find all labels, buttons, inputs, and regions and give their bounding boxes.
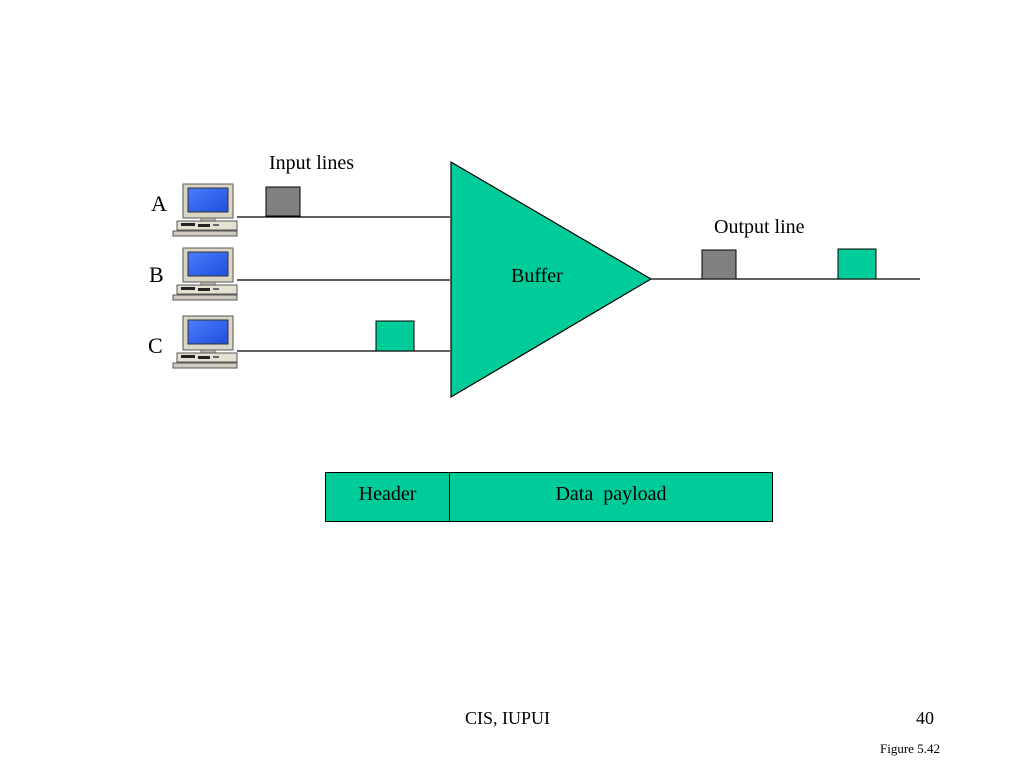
footer-org: CIS, IUPUI	[465, 708, 551, 728]
buffer-triangle	[450, 160, 653, 399]
host-label-c: C	[148, 333, 163, 358]
page-number: 40	[916, 708, 934, 728]
buffer-label: Buffer	[511, 265, 563, 287]
packet-green-output	[837, 248, 877, 280]
packet-green-input-c	[375, 320, 415, 352]
frame-header-cell: Header	[326, 473, 450, 521]
computer-icon-b	[172, 247, 238, 301]
host-label-b: B	[149, 262, 164, 287]
frame-payload-label: Data payload	[555, 483, 667, 505]
output-line-label: Output line	[714, 216, 805, 238]
computer-icon-c	[172, 315, 238, 369]
figure-label: Figure 5.42	[880, 741, 940, 756]
frame-header-label: Header	[358, 483, 417, 505]
input-lines-label: Input lines	[269, 152, 354, 174]
packet-frame: Header Data payload	[325, 472, 773, 522]
packet-gray-output	[701, 249, 737, 280]
host-label-a: A	[151, 191, 167, 216]
frame-payload-cell: Data payload	[450, 473, 772, 521]
computer-icon-a	[172, 183, 238, 237]
packet-gray-input-a	[265, 186, 301, 217]
